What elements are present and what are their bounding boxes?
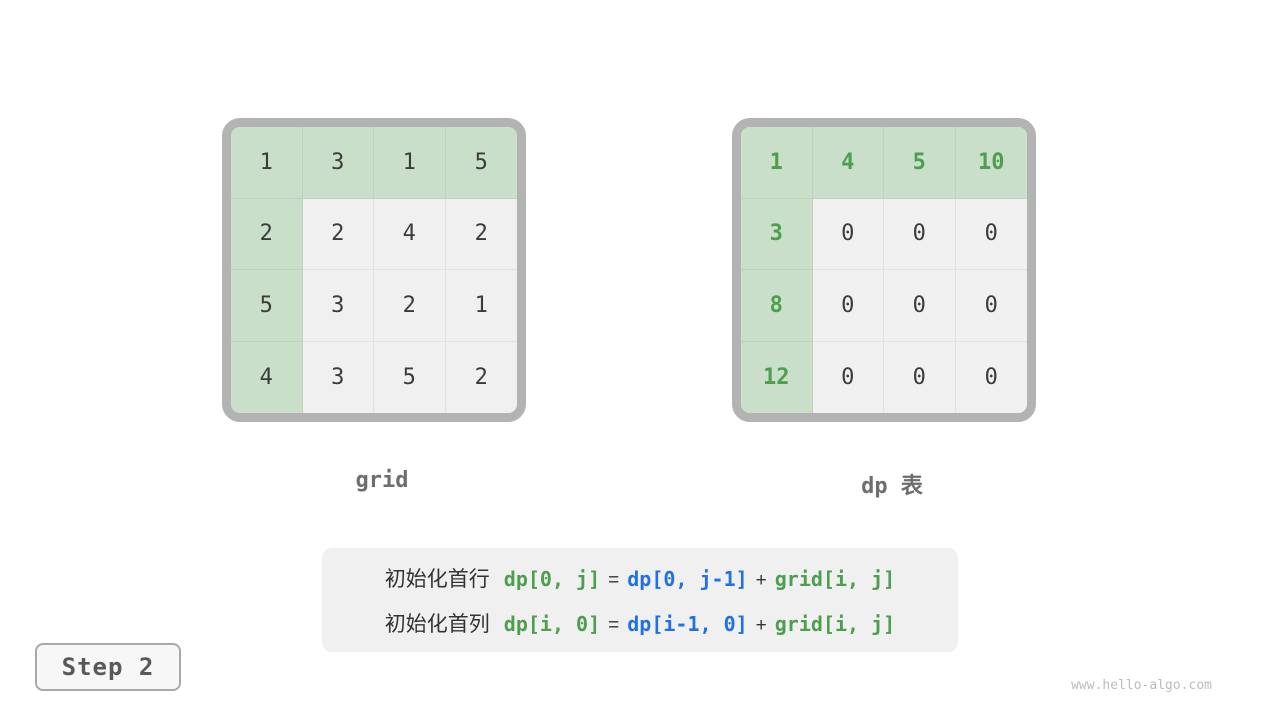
plus-sign: + <box>755 614 767 636</box>
grid-matrix-label: grid <box>355 468 409 493</box>
grid-cell: 1 <box>231 127 303 199</box>
grid-cell: 3 <box>302 341 374 413</box>
grid-cell: 3 <box>302 270 374 342</box>
grid-cell: 4 <box>231 341 303 413</box>
equals-sign: = <box>608 569 620 591</box>
dp-cell: 0 <box>812 341 884 413</box>
dp-cell: 8 <box>741 270 813 342</box>
formula-lhs: dp[i, 0] <box>503 611 601 636</box>
grid-matrix: 1 3 1 5 2 2 4 2 5 3 2 1 4 3 5 2 <box>222 118 526 422</box>
dp-cell: 12 <box>741 341 813 413</box>
grid-cell: 2 <box>374 270 446 342</box>
grid-cell: 2 <box>445 341 517 413</box>
grid-cell: 2 <box>302 198 374 270</box>
plus-sign: + <box>755 569 767 591</box>
formula-term2: grid[i, j] <box>774 566 896 591</box>
formula-term1: dp[0, j-1] <box>627 566 748 591</box>
formula-line-first-row: 初始化首行 dp[0, j] = dp[0, j-1] + grid[i, j] <box>385 563 895 593</box>
formula-term2: grid[i, j] <box>774 611 896 636</box>
dp-matrix-label: dp 表 <box>861 474 923 499</box>
formula-line-first-col: 初始化首列 dp[i, 0] = dp[i-1, 0] + grid[i, j] <box>385 608 895 638</box>
dp-cell: 10 <box>955 127 1027 199</box>
dp-cell: 0 <box>884 341 956 413</box>
grid-cell: 1 <box>445 270 517 342</box>
equals-sign: = <box>608 614 620 636</box>
dp-cell: 0 <box>955 198 1027 270</box>
dp-matrix: 1 4 5 10 3 0 0 0 8 0 0 0 12 0 0 0 <box>732 118 1036 422</box>
grid-cell: 2 <box>231 198 303 270</box>
dp-cell: 0 <box>884 270 956 342</box>
dp-cell: 1 <box>741 127 813 199</box>
grid-matrix-cells: 1 3 1 5 2 2 4 2 5 3 2 1 4 3 5 2 <box>231 127 517 413</box>
dp-cell: 0 <box>812 270 884 342</box>
grid-cell: 4 <box>374 198 446 270</box>
formula-term1: dp[i-1, 0] <box>627 611 748 636</box>
grid-cell: 5 <box>231 270 303 342</box>
dp-cell: 5 <box>884 127 956 199</box>
dp-cell: 0 <box>884 198 956 270</box>
dp-cell: 0 <box>955 270 1027 342</box>
grid-cell: 5 <box>445 127 517 199</box>
watermark: www.hello-algo.com <box>1071 678 1212 693</box>
grid-cell: 3 <box>302 127 374 199</box>
dp-cell: 0 <box>955 341 1027 413</box>
step-badge: Step 2 <box>35 643 181 691</box>
formula-prefix: 初始化首行 <box>384 567 490 591</box>
grid-cell: 5 <box>374 341 446 413</box>
dp-cell: 3 <box>741 198 813 270</box>
formula-box: 初始化首行 dp[0, j] = dp[0, j-1] + grid[i, j]… <box>322 548 958 652</box>
grid-cell: 2 <box>445 198 517 270</box>
grid-cell: 1 <box>374 127 446 199</box>
dp-matrix-cells: 1 4 5 10 3 0 0 0 8 0 0 0 12 0 0 0 <box>741 127 1027 413</box>
formula-lhs: dp[0, j] <box>503 566 601 591</box>
dp-cell: 0 <box>812 198 884 270</box>
formula-prefix: 初始化首列 <box>384 612 490 636</box>
dp-cell: 4 <box>812 127 884 199</box>
step-badge-label: Step 2 <box>61 653 155 681</box>
